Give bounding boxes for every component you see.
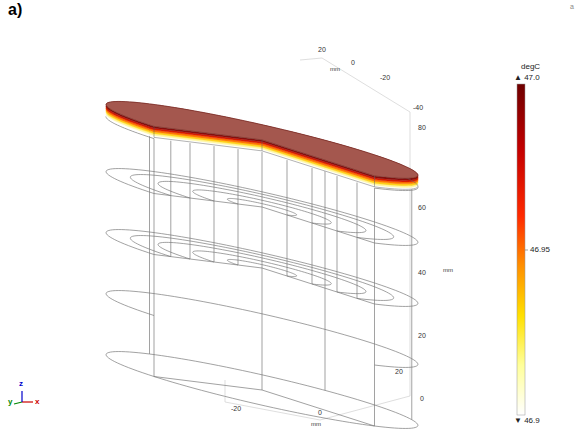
wireframe-line: [214, 146, 215, 262]
label-text: 0: [420, 395, 424, 402]
wireframe-line: [262, 152, 263, 390]
label-text: ▼ 46.9: [514, 416, 540, 425]
axis-triad: [14, 391, 33, 404]
axis-box-line: [225, 402, 320, 420]
label-text: y: [8, 397, 12, 406]
wireframe-line: [170, 141, 171, 257]
layer-edge: [262, 140, 263, 151]
label-text: z: [19, 379, 23, 388]
label-text: -40: [413, 104, 423, 111]
wireframe-line: [149, 116, 150, 354]
axis-tick-label: 0: [351, 59, 355, 66]
wireframe-line: [238, 149, 239, 265]
label-text: 46.95: [530, 245, 550, 254]
colorbar-label: ▼ 46.9: [514, 417, 540, 425]
wireframe-line: [154, 377, 375, 427]
axis-tick-label: mm: [330, 66, 340, 72]
layer-stripe: [106, 101, 418, 180]
wireframe-line: [287, 160, 288, 276]
label-text: mm: [311, 421, 321, 427]
wireframe-line: [374, 188, 375, 426]
axis-box-line: [320, 396, 410, 420]
label-text: x: [35, 397, 39, 406]
label-text: 20: [318, 46, 326, 53]
top-surface: [106, 101, 418, 178]
axis-box-line: [410, 112, 411, 396]
wireframe-line: [154, 194, 262, 208]
layer-edge: [374, 176, 375, 187]
triad-y: [14, 402, 22, 404]
axis-tick-label: 0: [420, 395, 424, 402]
label-text: a): [8, 1, 22, 18]
axis-tick-label: mm: [311, 421, 321, 427]
wireframe-line: [325, 152, 326, 390]
wireframe-line: [154, 377, 262, 391]
axis-tick-label: 40: [418, 269, 426, 276]
layer-edge: [154, 137, 262, 151]
wireframe-line: [337, 176, 338, 292]
layer-band: [106, 101, 418, 189]
axis-tick-label: 20: [395, 368, 403, 375]
triad-axis-label: y: [8, 398, 12, 406]
panel-label: a): [8, 2, 22, 18]
triad-axis-label: x: [35, 398, 39, 406]
corner-mark: a: [570, 3, 574, 10]
wireframe-line: [154, 255, 262, 269]
wireframe-line: [262, 268, 375, 304]
wireframe-line: [190, 143, 191, 259]
label-text: 0: [351, 59, 355, 66]
label-text: 80: [418, 124, 426, 131]
wireframe-line: [312, 168, 313, 284]
color-bar: [517, 84, 525, 415]
label-text: mm: [330, 66, 340, 72]
label-text: degC: [521, 62, 540, 71]
label-text: mm: [443, 267, 453, 273]
wireframe-line: [154, 139, 155, 377]
triad-z: [21, 391, 22, 402]
triad-x: [22, 401, 33, 402]
wireframe-line: [411, 182, 412, 420]
label-text: 40: [418, 269, 426, 276]
label-text: a: [570, 3, 574, 10]
axis-tick-label: 80: [418, 124, 426, 131]
axis-box-line: [322, 58, 410, 112]
colorbar-label: degC: [521, 63, 540, 71]
axis-tick-label: -40: [413, 104, 423, 111]
label-text: ▲ 47.0: [514, 73, 540, 82]
label-text: 60: [418, 204, 426, 211]
label-text: 20: [418, 332, 426, 339]
top-surface-fill: [106, 101, 418, 178]
label-text: 0: [318, 409, 322, 416]
color-bar-tick: [525, 250, 528, 251]
colorbar-label: 46.95: [530, 246, 550, 254]
axis-tick-label: 20: [318, 46, 326, 53]
axis-tick-label: mm: [443, 267, 453, 273]
axis-tick-label: -20: [380, 74, 390, 81]
axis-tick-label: 60: [418, 204, 426, 211]
wireframe-line: [262, 207, 375, 243]
wireframe-line: [357, 183, 358, 299]
axis-tick-label: 20: [418, 332, 426, 339]
axis-box-line: [225, 380, 226, 402]
layer-edge: [154, 126, 155, 137]
label-text: 20: [395, 368, 403, 375]
wireframe-line: [262, 390, 375, 426]
axis-tick-label: 0: [318, 409, 322, 416]
triad-axis-label: z: [19, 380, 23, 388]
axis-box-line: [300, 58, 322, 60]
axis-tick-label: -20: [231, 405, 241, 412]
label-text: -20: [380, 74, 390, 81]
colorbar-label: ▲ 47.0: [514, 74, 540, 82]
label-text: -20: [231, 405, 241, 412]
